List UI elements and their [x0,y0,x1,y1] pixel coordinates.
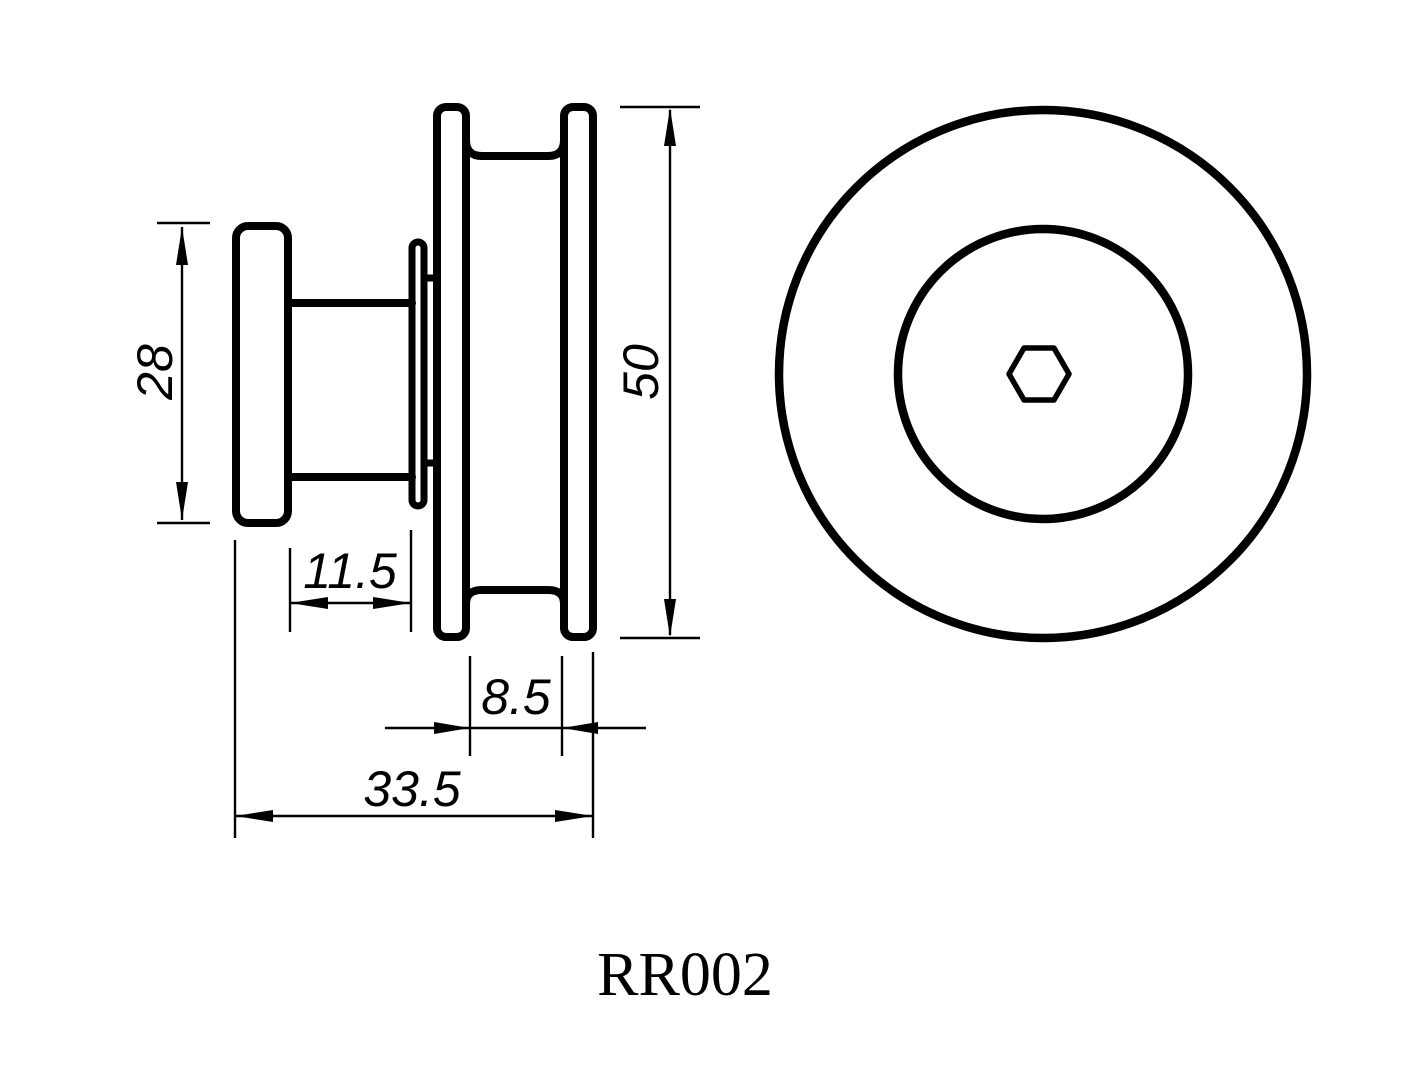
knob-outline [232,222,292,527]
dim-value-stem-length: 11.5 [303,543,397,599]
dim-value-total-depth: 33.5 [363,761,461,817]
hub-circle [893,224,1193,524]
arrow-left-icon [235,810,273,822]
arrow-left-icon [290,597,328,609]
hex-socket-icon [1006,345,1072,403]
wheel-right-flange [560,103,597,641]
outer-wheel-circle [774,105,1312,643]
dim-value-wheel-diameter: 50 [613,344,669,400]
arrow-up-icon [176,227,188,265]
dim-stem-length: 11.5 [288,530,413,632]
side-view [232,103,597,641]
dim-knob-height: 28 [127,221,210,525]
dim-total-depth: 33.5 [233,540,595,838]
arrow-up-icon [664,108,676,146]
part-number-label: RR002 [597,941,773,1009]
groove-top-line [462,136,568,160]
dim-value-knob-height: 28 [127,344,183,401]
washer-outline [408,238,428,510]
arrow-right-icon [555,810,593,822]
arrow-right-icon [373,597,411,609]
arrow-down-icon [176,482,188,520]
groove-bottom-line [462,586,568,608]
arrow-left-icon [562,722,598,734]
front-view [774,105,1312,643]
dim-wheel-diameter: 50 [613,105,700,640]
arrow-down-icon [664,599,676,637]
dim-value-groove-width: 8.5 [481,669,551,725]
arrow-right-icon [434,722,470,734]
wheel-left-flange [433,103,470,641]
dim-groove-width: 8.5 [385,656,646,756]
